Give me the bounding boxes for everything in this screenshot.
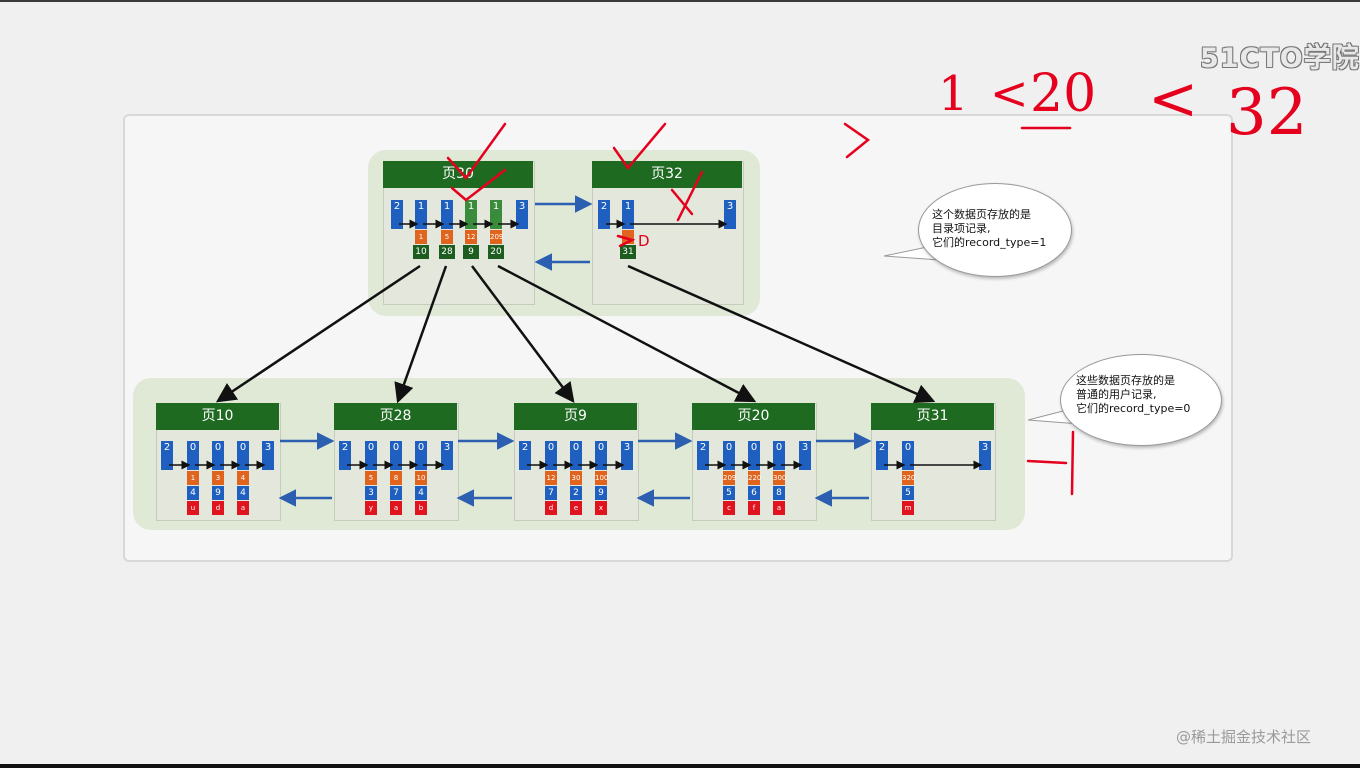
page-number-cell: 31 [620, 245, 636, 259]
record-value-cell: 9 [212, 486, 224, 500]
handwritten-one: 1 [938, 66, 969, 122]
page-title: 页28 [334, 403, 457, 430]
lower-right-dash [1026, 459, 1068, 465]
callout-line: 这些数据页存放的是 [1076, 374, 1175, 387]
record-key-cell: 1 [187, 471, 199, 485]
page-title: 页20 [692, 403, 815, 430]
record-value-cell: 2 [570, 486, 582, 500]
callout-line: 它们的record_type=1 [932, 236, 1047, 249]
arrow-mark-page32 [616, 234, 636, 248]
record-key-cell: 209 [490, 230, 503, 244]
record-char-cell: x [595, 501, 607, 515]
top-border [0, 0, 1360, 2]
child-pointer-arrow [394, 265, 448, 404]
callout-line: 这个数据页存放的是 [932, 208, 1031, 221]
child-pointer-arrow [497, 264, 757, 403]
page-number-cell: 9 [463, 245, 479, 259]
record-value-cell: 7 [390, 486, 402, 500]
handwritten-less-than-2: < [1148, 64, 1199, 134]
callout-bubble-user [1060, 354, 1222, 446]
page-number-cell: 20 [488, 245, 504, 259]
cross-page30 [450, 168, 507, 202]
record-key-cell: 300 [773, 471, 786, 485]
record-char-cell: d [212, 501, 224, 515]
record-char-cell: a [237, 501, 249, 515]
record-key-cell: 30 [570, 471, 582, 485]
callout-line: 它们的record_type=0 [1076, 402, 1191, 415]
record-header-cell: 2 [876, 441, 888, 470]
record-char-cell: e [570, 501, 582, 515]
record-key-cell: 1 [415, 230, 427, 244]
record-key-cell: 209 [723, 471, 736, 485]
record-header-cell: 2 [697, 441, 709, 470]
page-number-cell: 28 [439, 245, 455, 259]
record-value-cell: 5 [723, 486, 735, 500]
record-key-cell: 220 [748, 471, 761, 485]
record-key-cell: 100 [595, 471, 608, 485]
checkmark-page32 [612, 122, 667, 171]
callout-text-directory: 这个数据页存放的是 目录项记录, 它们的record_type=1 [932, 208, 1046, 250]
record-char-cell: u [187, 501, 199, 515]
record-header-cell: 2 [391, 200, 403, 229]
checkmark-page30 [446, 122, 507, 180]
record-header-cell: 2 [339, 441, 351, 470]
page-title: 页32 [592, 161, 742, 188]
child-pointer-arrow [627, 264, 936, 404]
record-key-cell: 5 [365, 471, 377, 485]
record-header-cell: 2 [598, 200, 610, 229]
record-key-cell: 10 [415, 471, 427, 485]
callout-text-user: 这些数据页存放的是 普通的用户记录, 它们的record_type=0 [1076, 374, 1190, 416]
record-key-cell: 320 [902, 471, 915, 485]
record-key-cell: 8 [390, 471, 402, 485]
record-value-cell: 3 [365, 486, 377, 500]
callout-bubble-directory [918, 183, 1072, 277]
record-value-cell: 6 [748, 486, 760, 500]
child-pointer-arrow [215, 264, 421, 403]
callout-line: 普通的用户记录, [1076, 388, 1157, 401]
bottom-border [0, 764, 1360, 768]
record-value-cell: 4 [187, 486, 199, 500]
record-char-cell: m [902, 501, 914, 515]
record-value-cell: 4 [415, 486, 427, 500]
watermark-source: @稀土掘金技术社区 [1176, 728, 1312, 746]
page-title: 页9 [514, 403, 637, 430]
record-header-cell: 2 [519, 441, 531, 470]
tick-right-mark [843, 122, 871, 159]
page-number-cell: 10 [413, 245, 429, 259]
handwritten-less-than: < [990, 66, 1029, 120]
record-key-cell: 4 [237, 471, 249, 485]
record-key-cell: 3 [212, 471, 224, 485]
page-title: 页30 [383, 161, 533, 188]
record-char-cell: d [545, 501, 557, 515]
page-title: 页31 [871, 403, 994, 430]
record-key-cell: 12 [545, 471, 557, 485]
record-char-cell: b [415, 501, 427, 515]
child-pointer-arrow [470, 265, 575, 404]
record-key-cell: 12 [465, 230, 477, 244]
record-char-cell: c [723, 501, 735, 515]
page-title: 页10 [156, 403, 279, 430]
record-char-cell: f [748, 501, 760, 515]
cross-page32 [670, 170, 704, 222]
lower-right-vertical [1070, 430, 1075, 496]
callout-line: 目录项记录, [932, 222, 991, 235]
watermark-logo: 51CTO学院 [1200, 43, 1360, 74]
handwritten-d: D [638, 232, 650, 250]
record-value-cell: 5 [902, 486, 914, 500]
handwritten-thirty-two: 32 [1226, 76, 1308, 150]
record-key-cell: 5 [441, 230, 453, 244]
record-header-cell: 2 [161, 441, 173, 470]
record-char-cell: a [390, 501, 402, 515]
record-char-cell: a [773, 501, 785, 515]
record-char-cell: y [365, 501, 377, 515]
record-value-cell: 8 [773, 486, 785, 500]
record-value-cell: 9 [595, 486, 607, 500]
handwritten-twenty: 20 [1030, 64, 1097, 124]
record-value-cell: 4 [237, 486, 249, 500]
record-value-cell: 7 [545, 486, 557, 500]
